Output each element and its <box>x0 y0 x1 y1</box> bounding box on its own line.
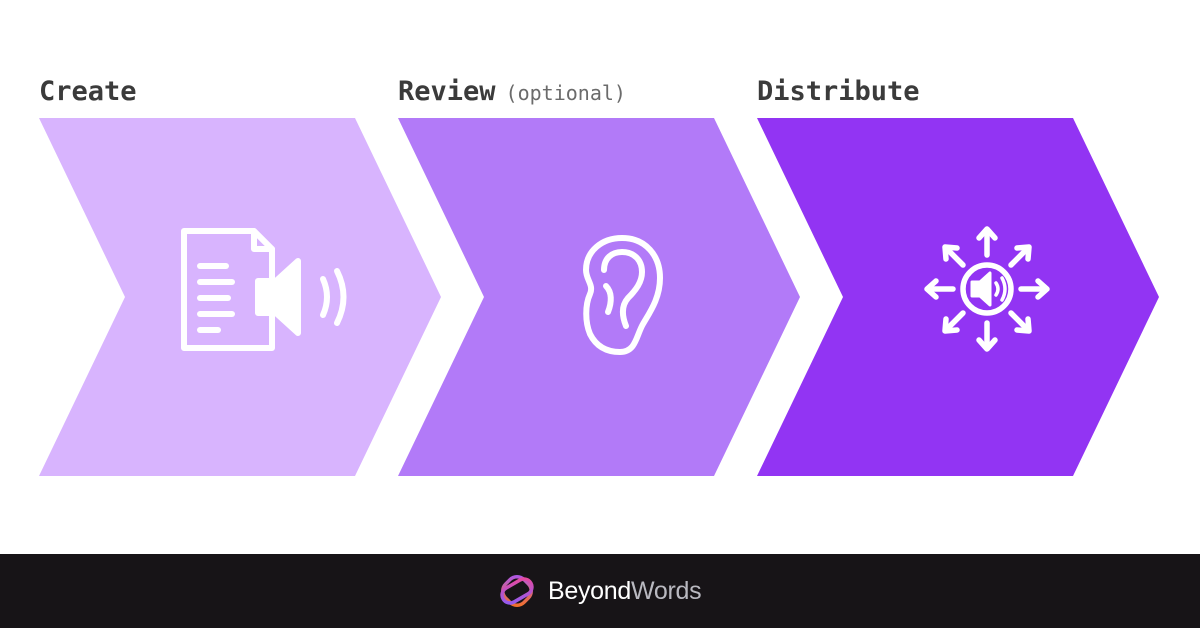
document-speaker-icon <box>181 228 347 351</box>
broadcast-speaker-icon <box>924 226 1050 352</box>
step-title-distribute: Distribute <box>757 72 920 112</box>
process-chevrons <box>39 118 1159 476</box>
step-title-create: Create <box>39 72 137 112</box>
footer-bar: BeyondWords <box>0 554 1200 628</box>
brand-name-part2: Words <box>631 577 702 605</box>
step-title-review-label: Review <box>398 76 496 107</box>
brand-name: BeyondWords <box>548 574 702 608</box>
chevron-review <box>398 118 800 476</box>
beyondwords-logo-icon <box>500 575 534 607</box>
chevron-distribute <box>757 118 1159 476</box>
step-title-review-note: (optional) <box>505 81 626 105</box>
brand-name-part1: Beyond <box>548 577 631 605</box>
step-title-create-label: Create <box>39 76 137 107</box>
step-title-review: Review (optional) <box>398 72 626 112</box>
step-title-distribute-label: Distribute <box>757 76 920 107</box>
ear-icon <box>583 235 663 355</box>
